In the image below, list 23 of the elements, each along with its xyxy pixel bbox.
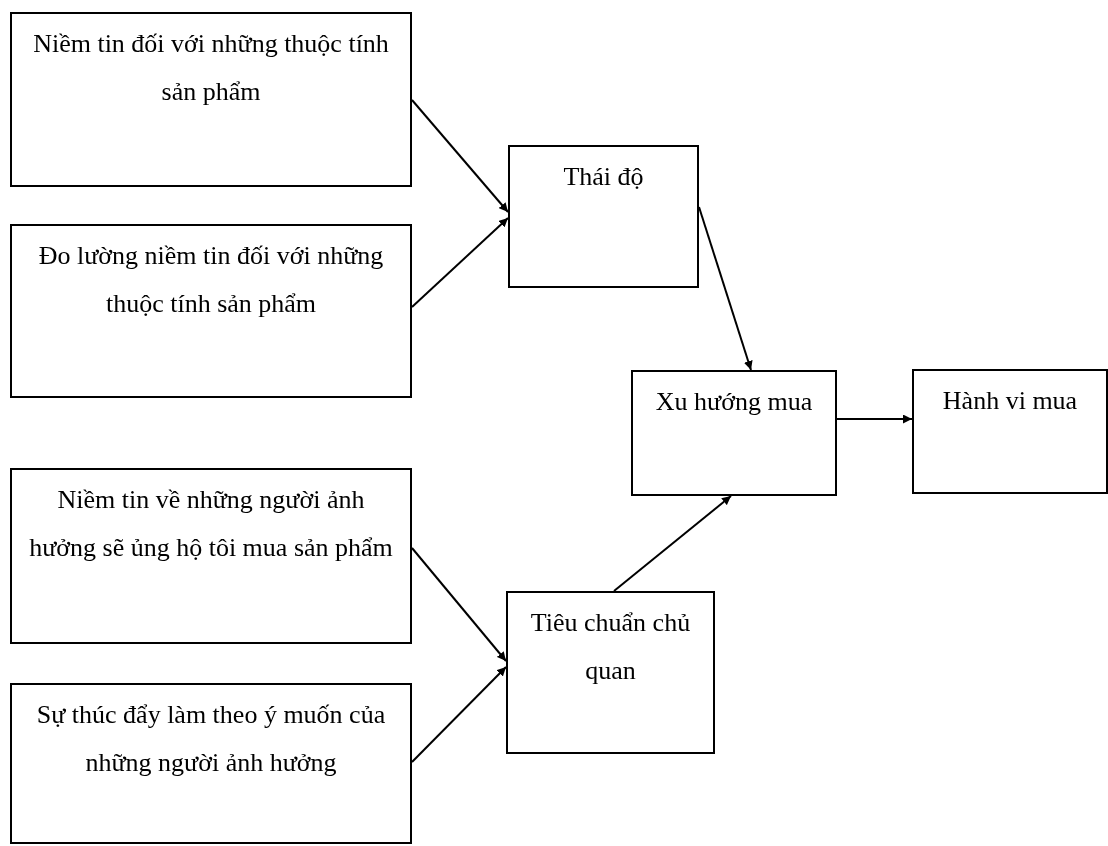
arrow — [698, 206, 753, 371]
process-box — [10, 224, 412, 398]
box-label: Xu hướng mua — [654, 386, 814, 418]
arrow — [411, 217, 509, 308]
box-label: Hành vi mua — [941, 385, 1079, 417]
process-box — [912, 369, 1108, 494]
box-label: Tiêu chuẩn chủ quan — [529, 607, 692, 687]
process-box — [508, 145, 699, 288]
process-box — [10, 12, 412, 187]
arrow — [836, 414, 913, 424]
box-label: Niềm tin đối với những thuộc tính sản phẩm — [32, 28, 390, 108]
arrow — [411, 99, 509, 213]
process-box — [10, 468, 412, 644]
arrow — [613, 495, 732, 592]
process-box — [10, 683, 412, 844]
box-label: Đo lường niềm tin đối với những thuộc tính sản phẩm — [37, 240, 385, 320]
box-label: Thái độ — [562, 161, 645, 193]
box-label: Niềm tin về những người ảnh hưởng sẽ ủng hộ tôi mua sản phẩm — [28, 484, 394, 564]
process-box — [506, 591, 715, 754]
arrow — [411, 547, 507, 662]
box-label: Sự thúc đẩy làm theo ý muốn của những người ảnh hưởng — [35, 699, 387, 779]
process-box — [631, 370, 837, 496]
arrow — [411, 666, 507, 763]
